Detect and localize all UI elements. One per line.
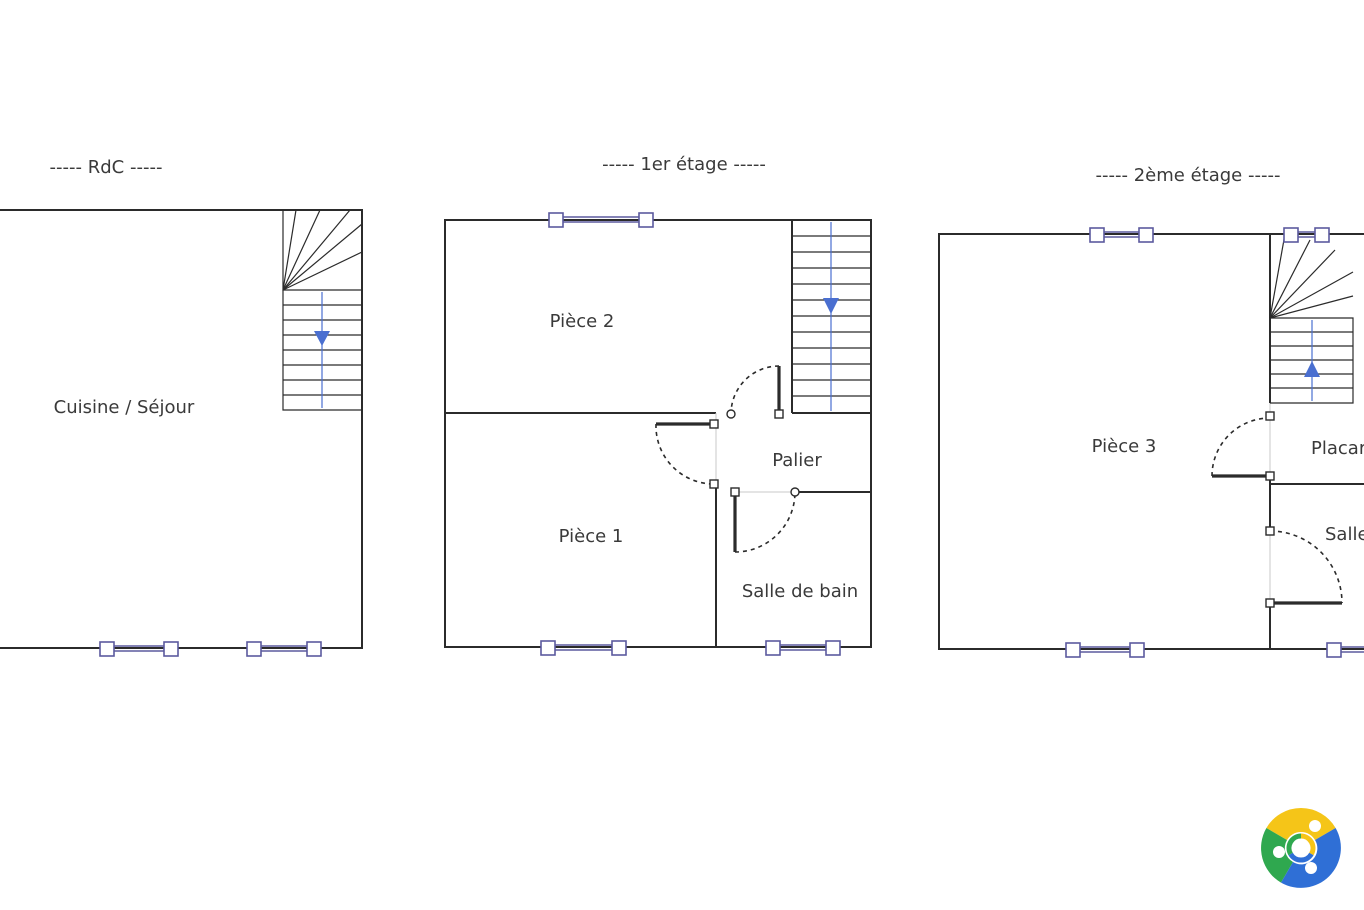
- stair-arrow-down-icon: [314, 331, 330, 346]
- floor-title-rdc: ----- RdC -----: [50, 157, 163, 178]
- floor-1er-etage: ----- 1er étage -----: [444, 154, 872, 656]
- room-label-palier: Palier: [772, 450, 822, 471]
- rdc-window-1: [99, 641, 179, 657]
- etage1-staircase: [792, 222, 871, 411]
- etage1-window-bottom-2: [765, 640, 841, 656]
- etage1-door-palier: [655, 419, 719, 489]
- etage2-window-bottom-2: [1326, 642, 1364, 658]
- etage1-door-piece2: [726, 365, 784, 419]
- etage1-door-sdb: [730, 487, 800, 553]
- room-label-piece-3: Pièce 3: [1092, 436, 1157, 457]
- floor-rdc: ----- RdC -----: [0, 157, 363, 657]
- etage1-walls: [444, 219, 872, 648]
- swirl-logo-icon: [1261, 808, 1341, 888]
- floor-2eme-etage: ----- 2ème étage -----: [938, 165, 1364, 658]
- floor-title-1er-etage: ----- 1er étage -----: [602, 154, 766, 175]
- room-label-placard: Placard: [1311, 438, 1364, 459]
- etage2-window-top-1: [1089, 227, 1154, 243]
- room-label-salle: Salle: [1325, 524, 1364, 545]
- room-label-salle-de-bain: Salle de bain: [742, 581, 858, 602]
- rdc-staircase: [282, 209, 363, 411]
- stair-arrow-up-icon: [1304, 361, 1320, 377]
- rdc-window-2: [246, 641, 322, 657]
- etage2-staircase: [1269, 233, 1354, 404]
- etage1-window-bottom-1: [540, 640, 627, 656]
- etage2-door-piece3: [1211, 411, 1275, 481]
- rdc-walls: [0, 209, 363, 649]
- room-label-piece-1: Pièce 1: [559, 526, 624, 547]
- etage1-window-top: [548, 212, 654, 228]
- stair-arrow-down-icon: [823, 298, 839, 314]
- etage2-window-bottom-1: [1065, 642, 1145, 658]
- floor-title-2eme-etage: ----- 2ème étage -----: [1096, 165, 1281, 186]
- room-label-cuisine-sejour: Cuisine / Séjour: [54, 397, 195, 418]
- etage2-door-salle: [1265, 526, 1343, 608]
- room-label-piece-2: Pièce 2: [550, 311, 615, 332]
- etage2-window-top-2: [1283, 227, 1330, 243]
